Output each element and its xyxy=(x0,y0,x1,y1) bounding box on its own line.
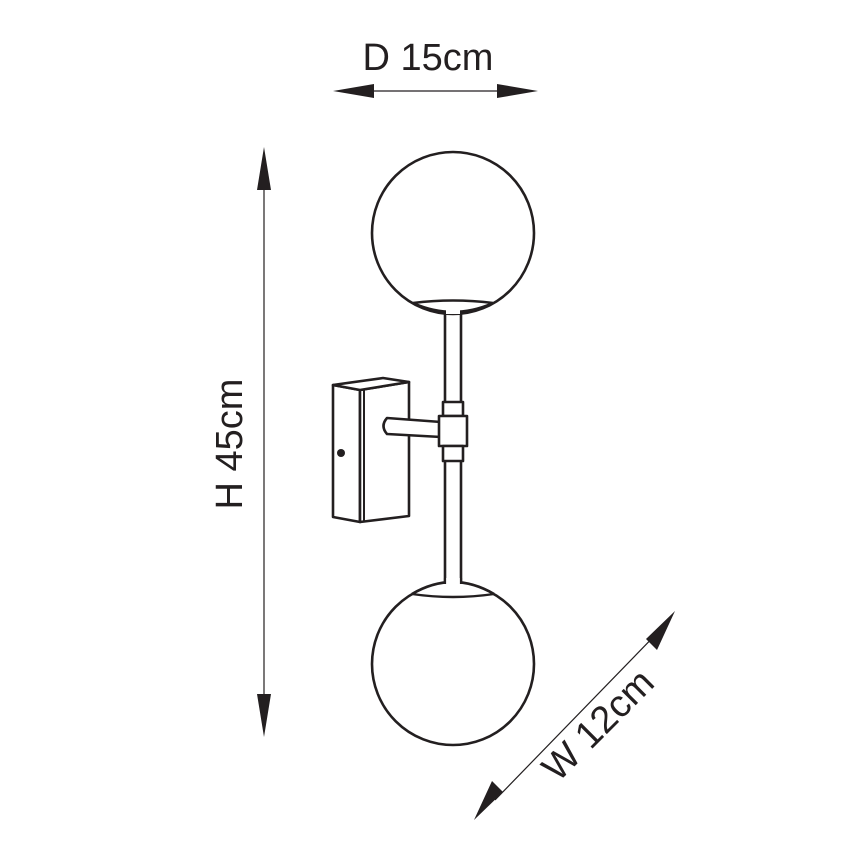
width-label: W 12cm xyxy=(534,661,662,789)
arrow-down-icon xyxy=(257,694,271,737)
arrow-up-icon xyxy=(257,147,271,190)
depth-dimension: D 15cm xyxy=(333,37,538,98)
connector-collar xyxy=(437,400,469,463)
fixing-screw-icon xyxy=(337,449,345,457)
height-label: H 45cm xyxy=(209,379,251,510)
horizontal-arm xyxy=(382,416,443,439)
height-dimension: H 45cm xyxy=(209,147,271,737)
width-dimension-line xyxy=(494,624,666,801)
lower-globe xyxy=(370,578,536,747)
wall-backplate xyxy=(331,376,411,524)
arrow-left-icon xyxy=(333,84,374,98)
arrow-up-right-icon xyxy=(646,611,675,650)
arrow-down-left-icon xyxy=(474,781,503,820)
upper-globe xyxy=(370,150,536,316)
arrow-right-icon xyxy=(497,84,538,98)
depth-label: D 15cm xyxy=(363,37,494,79)
